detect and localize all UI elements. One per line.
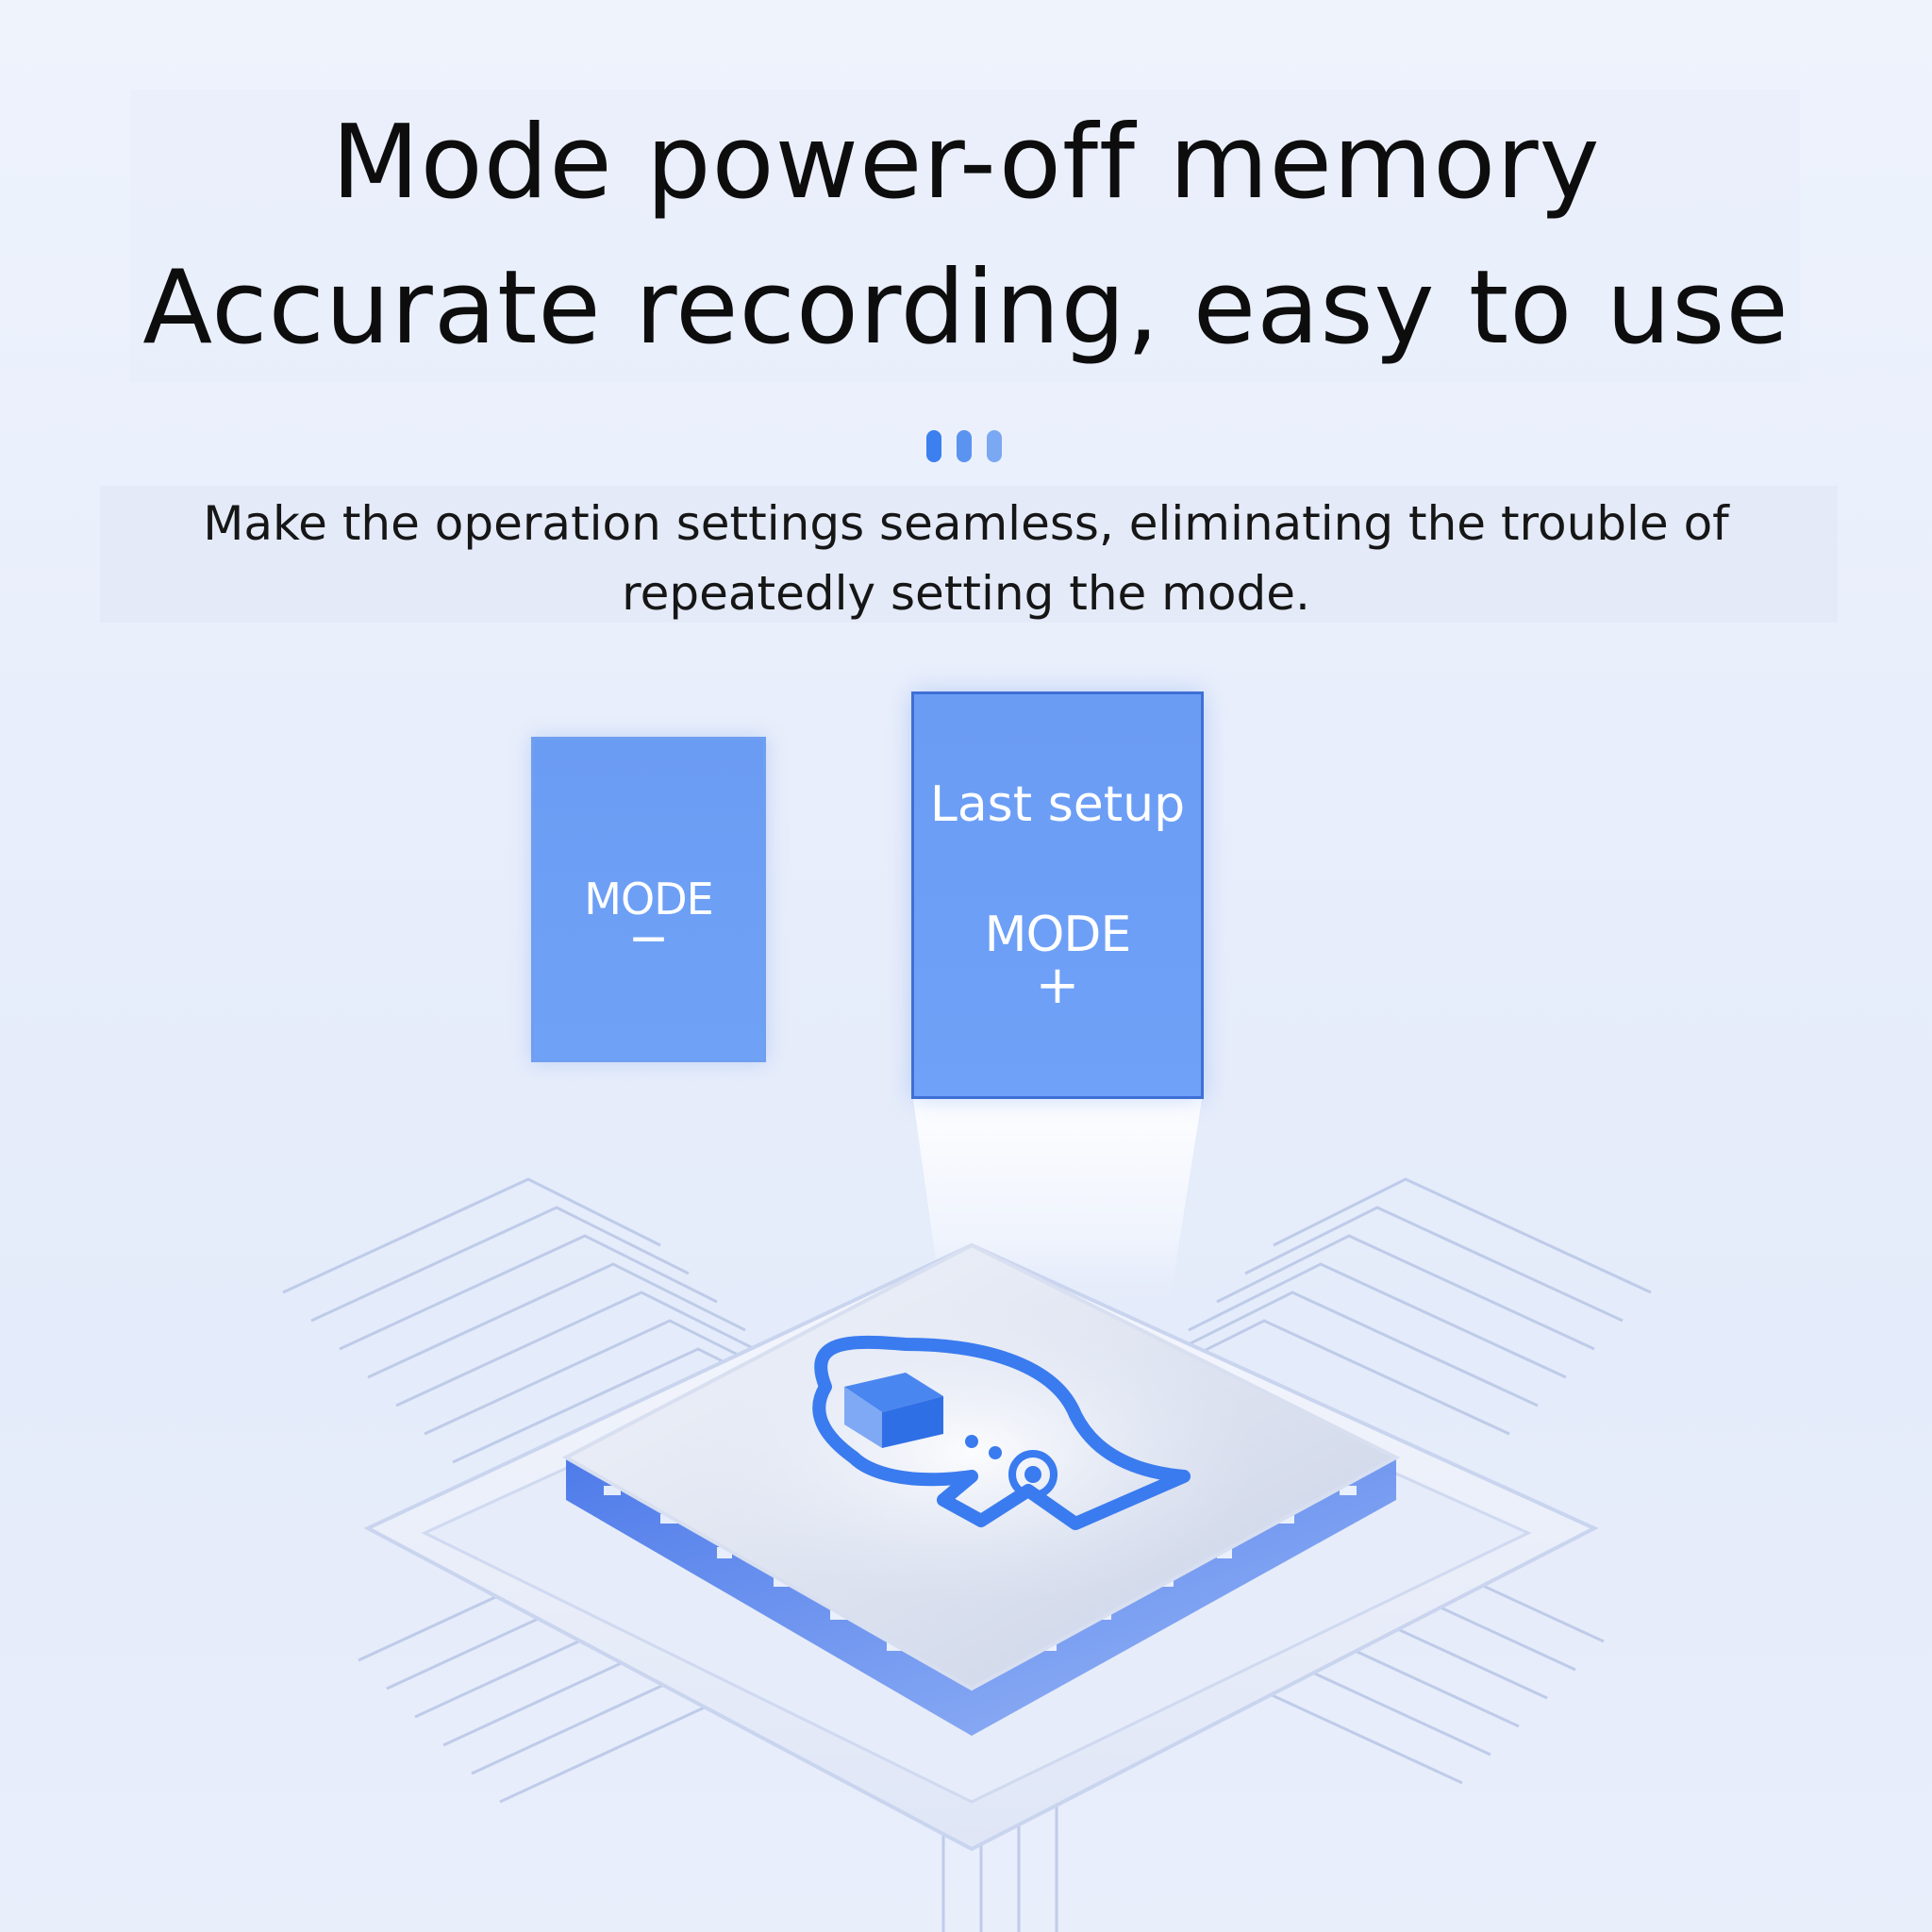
- plus-icon: +: [1035, 955, 1080, 1016]
- mode-plus-button[interactable]: Last setup MODE +: [911, 691, 1204, 1099]
- decorative-dots: [923, 430, 1008, 464]
- cube-icon: [844, 1373, 943, 1448]
- minus-icon: −: [627, 910, 670, 967]
- last-setup-label: Last setup: [929, 776, 1186, 833]
- mode-minus-label: MODE: [584, 874, 713, 924]
- title-band: [130, 90, 1800, 382]
- mode-plus-label: MODE: [984, 907, 1132, 963]
- dot-icon: [987, 430, 1002, 462]
- page-title: Mode power-off memory: [331, 104, 1601, 222]
- dot-icon: [957, 430, 972, 462]
- dot-icon: [926, 430, 941, 462]
- dotted-link: [965, 1435, 1002, 1459]
- description-text: Make the operation settings seamless, el…: [203, 496, 1729, 621]
- page-subtitle-heading: Accurate recording, easy to use: [142, 249, 1790, 367]
- mode-minus-button[interactable]: MODE −: [531, 737, 766, 1062]
- subtitle-band: [100, 486, 1838, 623]
- head-with-cube-icon: [812, 1335, 1191, 1530]
- target-circle-icon: [1008, 1450, 1058, 1499]
